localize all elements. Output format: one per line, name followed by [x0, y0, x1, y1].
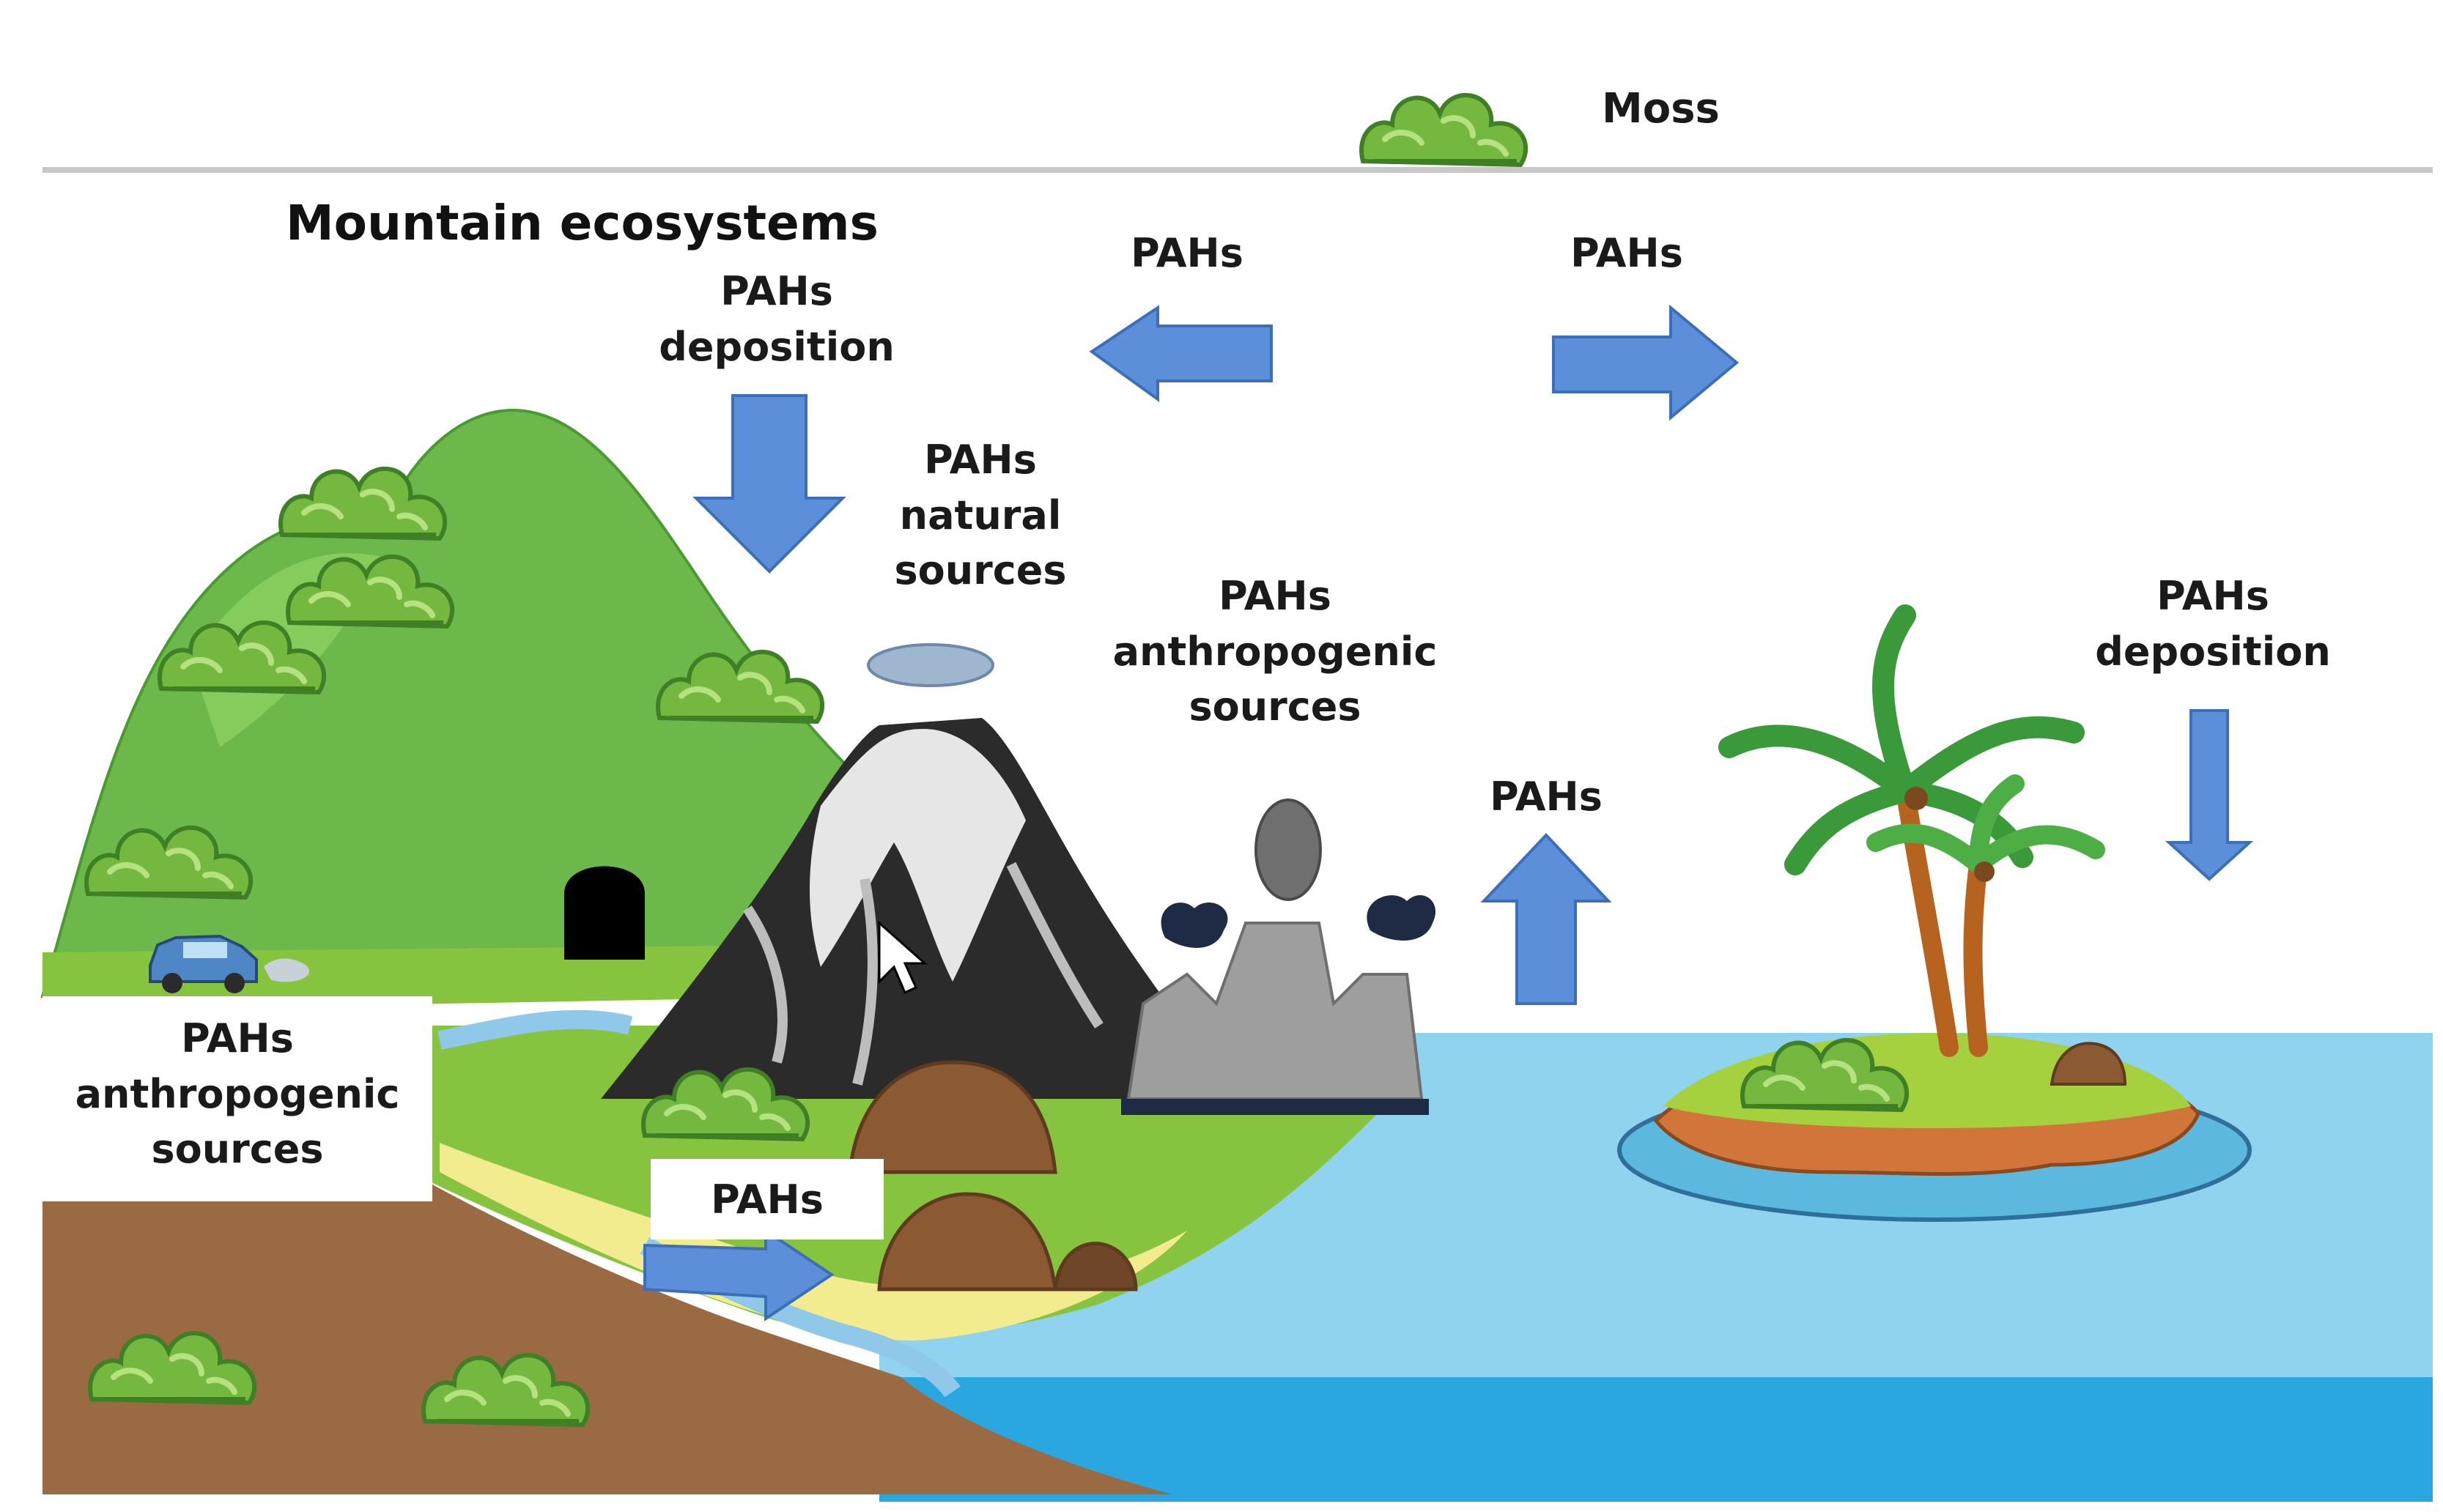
label-line: anthropogenic	[75, 1070, 400, 1117]
factory	[1121, 798, 1436, 1115]
anthropogenic-center-label: PAHs anthropogenic sources	[1092, 568, 1458, 735]
label-line: sources	[151, 1126, 324, 1173]
tunnel	[564, 866, 645, 960]
label-line: deposition	[2095, 628, 2331, 675]
deposition-arrow-left	[692, 394, 846, 574]
moss-legend-icon	[1361, 95, 1526, 165]
label-line: PAHs	[2156, 573, 2269, 619]
label-line: sources	[1189, 683, 1361, 730]
transport-arrow-left	[1089, 305, 1273, 402]
moss-legend-label: Moss	[1602, 85, 1720, 133]
runoff-label-box	[651, 1159, 884, 1239]
soil	[42, 1172, 1172, 1494]
natural-sources-label: PAHs natural sources	[863, 432, 1098, 598]
deposition-right-label: PAHs deposition	[2074, 568, 2352, 679]
label-line: PAHs	[720, 268, 833, 314]
transport-arrow-right	[1552, 304, 1740, 421]
runoff-label: PAHs	[711, 1176, 824, 1223]
emission-arrow-up	[1480, 833, 1612, 1005]
label-line: anthropogenic	[1112, 628, 1438, 675]
car-icon	[149, 934, 309, 993]
label-line: PAHs	[1219, 573, 1331, 619]
label-line: deposition	[659, 323, 895, 370]
ash-cloud	[867, 643, 994, 687]
deposition-arrow-right	[2165, 709, 2254, 881]
runoff-arrow	[643, 1228, 835, 1322]
transport-left-label: PAHs	[1131, 230, 1243, 276]
deep-sea	[879, 1377, 2433, 1502]
transport-right-label: PAHs	[1570, 230, 1683, 276]
emission-up-label: PAHs	[1490, 774, 1603, 820]
label-line: sources	[894, 547, 1067, 594]
diagram-title: Mountain ecosystems	[286, 195, 879, 251]
label-line: PAHs	[924, 437, 1037, 483]
label-line: natural	[899, 492, 1062, 538]
island	[1617, 604, 2252, 1222]
rocks	[848, 1060, 1138, 1292]
volcano	[601, 643, 1172, 1099]
cursor-icon	[878, 920, 928, 995]
anthropogenic-left-box	[42, 996, 432, 1201]
label-line: PAHs	[181, 1015, 294, 1061]
deposition-left-label: PAHs deposition	[645, 264, 909, 374]
anthropogenic-left-label: PAHs anthropogenic sources	[42, 1011, 432, 1177]
